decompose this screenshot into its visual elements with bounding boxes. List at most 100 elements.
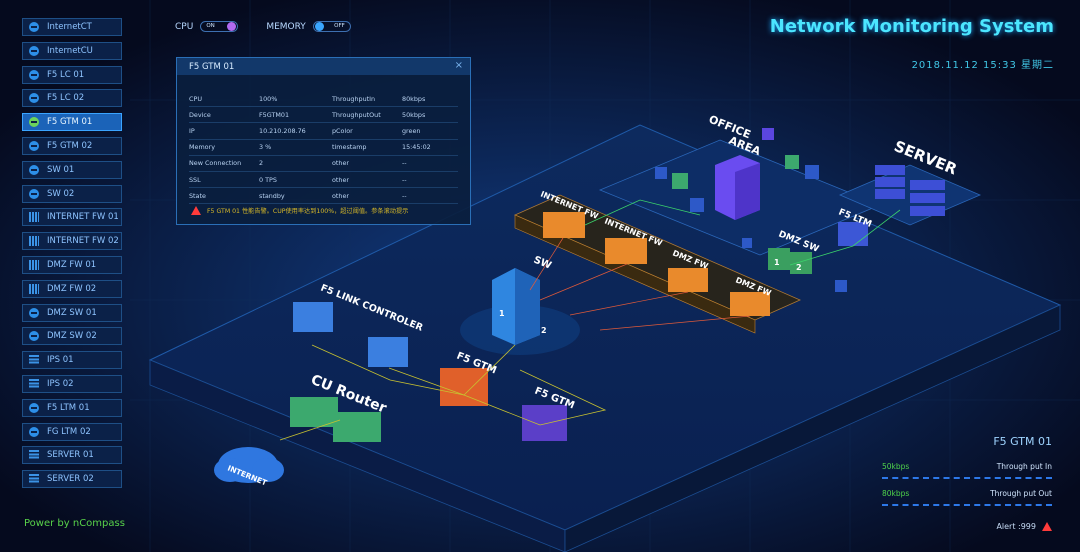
label-dmz-sw-unit-2: 2 [796,263,802,272]
sidebar-item-dmz-fw-02[interactable]: DMZ FW 02 [22,279,122,298]
sidebar-item-dmz-fw-01[interactable]: DMZ FW 01 [22,255,122,274]
sidebar-item-ips-01[interactable]: IPS 01 [22,351,122,370]
sidebar-item-f5-lc-02[interactable]: F5 LC 02 [22,89,122,108]
memory-toggle[interactable]: OFF [312,21,351,32]
toggle-knob-icon [227,22,237,31]
firewall-icon [29,283,39,294]
popup-alert: F5 GTM 01 性能告警。CUP使用率达到100%，超过阈值。参条滚动提示 [191,206,408,215]
detail-value: 15:45:02 [402,143,431,152]
sidebar-item-label: INTERNET FW 02 [47,236,119,247]
sidebar-item-f5-gtm-01[interactable]: F5 GTM 01 [22,113,122,132]
sidebar-item-label: SERVER 01 [47,450,94,461]
table-row: New Connection 2 other -- [189,155,458,172]
sidebar-item-internetcu[interactable]: InternetCU [22,41,122,60]
sidebar-item-label: IPS 01 [47,355,74,366]
alert-count[interactable]: Alert :999 [996,522,1052,531]
server-rack-icon [29,450,39,461]
detail-key: ThroughputOut [332,110,381,119]
sidebar-item-label: INTERNET FW 01 [47,212,119,223]
detail-value: 80kbps [402,94,426,103]
sidebar-item-fg-ltm-02[interactable]: FG LTM 02 [22,422,122,441]
sidebar-item-label: DMZ SW 01 [47,307,97,318]
toggle-knob-icon [314,22,324,31]
sidebar-item-f5-gtm-02[interactable]: F5 GTM 02 [22,136,122,155]
sidebar-item-sw-01[interactable]: SW 01 [22,160,122,179]
page-title: Network Monitoring System [769,16,1054,37]
detail-value: 3 % [259,143,272,152]
sidebar-item-internet-fw-01[interactable]: INTERNET FW 01 [22,208,122,227]
sidebar-item-dmz-sw-02[interactable]: DMZ SW 02 [22,327,122,346]
sidebar-item-sw-02[interactable]: SW 02 [22,184,122,203]
globe-icon [29,22,39,32]
globe-icon [29,188,39,199]
detail-value: F5GTM01 [259,110,290,119]
detail-value: 0 TPS [259,175,277,184]
close-icon[interactable]: × [454,60,463,71]
globe-icon [29,140,39,151]
sidebar-item-label: F5 LC 01 [47,69,85,80]
detail-value: 10.210.208.76 [259,126,306,135]
memory-toggle-state: OFF [334,23,345,29]
detail-key: pColor [332,126,353,135]
detail-key: State [189,191,206,200]
sidebar-item-label: SW 02 [47,188,75,199]
sidebar-item-label: F5 LTM 01 [47,402,90,413]
firewall-icon [29,212,39,223]
throughput-in-label: Through put In [996,462,1052,471]
sidebar-item-label: SERVER 02 [47,474,94,485]
sidebar-item-server-01[interactable]: SERVER 01 [22,446,122,465]
sidebar-item-label: DMZ SW 02 [47,331,97,342]
table-row: Memory 3 % timestamp 15:45:02 [189,139,458,156]
sidebar-item-label: DMZ FW 02 [47,283,97,294]
detail-key: other [332,159,350,168]
alert-count-text: Alert :999 [996,522,1036,531]
popup-alert-text: F5 GTM 01 性能告警。CUP使用率达到100%，超过阈值。参条滚动提示 [207,208,409,215]
label-dmz-sw-unit-1: 1 [774,258,780,267]
globe-icon [29,45,39,56]
sidebar-item-label: InternetCU [47,45,93,56]
datetime-display: 2018.11.12 15:33 星期二 [911,60,1054,71]
throughput-out-value: 80kbps [882,489,910,498]
warning-icon [1042,522,1052,531]
sidebar-item-label: FG LTM 02 [47,426,91,437]
sidebar-item-internetct[interactable]: InternetCT [22,18,122,36]
memory-toggle-label: MEMORY [266,21,306,32]
warning-icon [191,206,201,215]
detail-key: New Connection [189,159,242,168]
sidebar-item-f5-ltm-01[interactable]: F5 LTM 01 [22,398,122,417]
detail-key: other [332,175,350,184]
throughput-out-label: Through put Out [990,489,1052,498]
cpu-toggle[interactable]: ON [200,21,239,32]
sidebar-item-label: IPS 02 [47,378,74,389]
detail-value: green [402,126,421,135]
detail-key: timestamp [332,143,367,152]
label-sw-unit-1: 1 [499,309,505,318]
detail-value: -- [402,159,407,168]
sidebar-item-internet-fw-02[interactable]: INTERNET FW 02 [22,232,122,251]
sidebar-item-label: F5 GTM 02 [47,140,93,151]
sidebar-item-label: DMZ FW 01 [47,259,97,270]
sidebar-item-f5-lc-01[interactable]: F5 LC 01 [22,65,122,84]
detail-key: other [332,191,350,200]
sidebar-item-dmz-sw-01[interactable]: DMZ SW 01 [22,303,122,322]
detail-value: 2 [259,159,264,168]
sidebar-item-ips-02[interactable]: IPS 02 [22,374,122,393]
throughput-in-line [882,477,1052,479]
sidebar-item-server-02[interactable]: SERVER 02 [22,470,122,489]
globe-icon [29,402,39,413]
metric-toggles: CPU ON MEMORY OFF [175,21,379,32]
globe-icon [29,307,39,318]
popup-header: F5 GTM 01 × [177,58,470,75]
detail-key: Memory [189,143,215,152]
detail-value: 50kbps [402,110,426,119]
detail-value: -- [402,175,407,184]
device-sidebar: InternetCT InternetCU F5 LC 01 F5 LC 02 … [22,18,122,494]
globe-icon [29,93,39,104]
sidebar-item-label: F5 GTM 01 [47,117,93,128]
throughput-in-value: 50kbps [882,462,910,471]
